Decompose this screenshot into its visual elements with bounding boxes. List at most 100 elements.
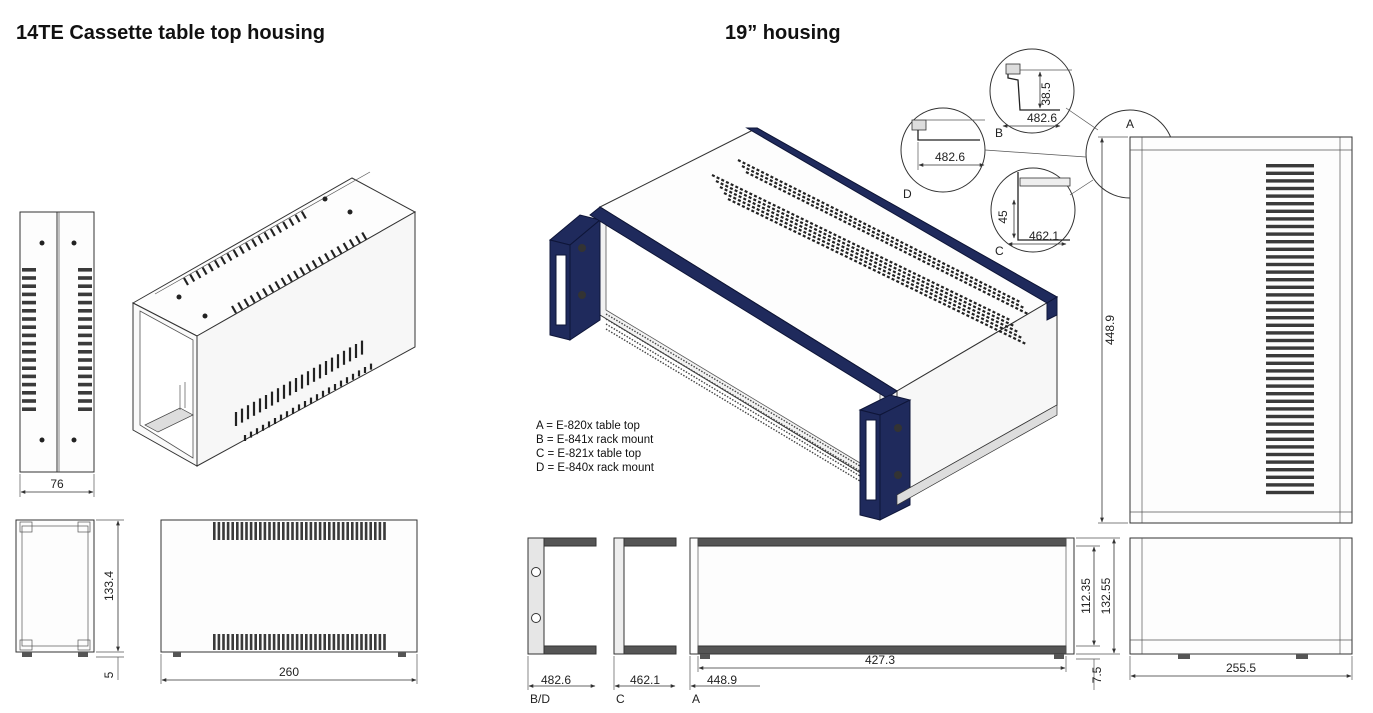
dim-132-55-label: 132.55 <box>1099 577 1113 614</box>
vent-slot <box>300 210 307 220</box>
vent-slot <box>22 325 36 329</box>
vent-slot <box>317 256 324 265</box>
vent-slot <box>1266 293 1314 297</box>
detail-circle-d <box>900 107 986 193</box>
vent-slot <box>378 522 382 540</box>
dim-38-5-label: 38.5 <box>1039 82 1053 106</box>
legend-item-d: D = E-840x rack mount <box>536 462 655 474</box>
vent-slot <box>226 252 233 262</box>
vent-slot <box>1266 171 1314 175</box>
vent-slot <box>78 350 92 354</box>
vent-slot <box>286 273 293 283</box>
vent-slot <box>238 245 245 255</box>
vent-slot <box>22 366 36 370</box>
vent-slot <box>207 263 214 272</box>
view-label-a: A <box>692 692 700 706</box>
vent-slot <box>336 245 343 255</box>
vent-slot <box>1266 194 1314 198</box>
dim-462-1-label: 462.1 <box>630 673 660 687</box>
vent-slot <box>1266 217 1314 221</box>
vent-slot <box>355 634 359 650</box>
vent-slot <box>78 300 92 305</box>
vent-slot <box>22 399 36 403</box>
vent-slot <box>605 313 881 479</box>
vent-slot <box>282 634 285 650</box>
vent-slot <box>286 522 290 540</box>
vent-slot <box>268 522 271 540</box>
vent-slot <box>1266 308 1314 312</box>
vent-slot <box>330 249 337 258</box>
vent-slot <box>268 284 275 293</box>
vent-slot <box>737 159 1021 303</box>
cassette-front-view <box>19 211 95 473</box>
vent-slot <box>711 174 1011 321</box>
vent-slot <box>364 522 368 540</box>
vent-slot <box>369 522 372 540</box>
vent-slot <box>351 634 354 650</box>
left-title: 14TE Cassette table top housing <box>16 22 325 44</box>
vent-slot <box>346 522 349 540</box>
right-title: 19” housing <box>725 22 841 44</box>
dim-7-5-label: 7.5 <box>1090 666 1104 683</box>
vent-slot <box>295 634 299 650</box>
vent-slot <box>341 634 345 650</box>
vent-slot <box>337 634 340 650</box>
vent-slot <box>259 522 262 540</box>
vent-slot <box>1266 232 1314 236</box>
vent-slot <box>332 522 336 540</box>
vent-slot <box>263 522 267 540</box>
vent-slot <box>715 180 1015 327</box>
vent-slot <box>374 522 377 540</box>
vent-slot <box>282 221 289 230</box>
vent-slot <box>1266 376 1314 381</box>
vent-slot <box>309 634 313 650</box>
vent-slot <box>245 522 248 540</box>
vent-slot <box>189 273 196 283</box>
vent-slot <box>217 634 221 650</box>
dim-255-5-label: 255.5 <box>1226 661 1256 675</box>
dim-76-label: 76 <box>50 477 64 491</box>
vent-slot <box>213 522 216 540</box>
vent-slot <box>723 192 1023 339</box>
vent-slot <box>1266 346 1314 350</box>
vent-slot <box>351 522 354 540</box>
vent-slot <box>1266 323 1314 327</box>
vent-slot <box>1266 202 1314 206</box>
model-legend: A = E-820x table top B = E-841x rack mou… <box>536 420 655 474</box>
vent-slot <box>78 366 92 370</box>
vent-slot <box>1266 331 1314 335</box>
vent-slot <box>240 522 244 540</box>
vent-slot <box>305 263 312 272</box>
vent-slot <box>1266 186 1314 191</box>
vent-slot <box>605 318 881 484</box>
vent-slot <box>1266 361 1314 365</box>
vent-slot <box>323 522 326 540</box>
vent-slot <box>328 522 331 540</box>
vent-slot <box>263 231 270 241</box>
vent-slot <box>78 407 92 411</box>
vent-slot <box>1266 316 1314 320</box>
vent-slot <box>1266 475 1314 479</box>
legend-item-c: C = E-821x table top <box>536 448 641 460</box>
vent-slot <box>231 522 234 540</box>
vent-slot <box>251 238 258 248</box>
vent-slot <box>78 309 92 313</box>
vent-slots <box>22 268 36 411</box>
dim-133-4-label: 133.4 <box>102 571 116 601</box>
vent-slot <box>254 634 257 650</box>
vent-slot <box>605 323 881 489</box>
legend-item-a: A = E-820x table top <box>536 420 640 432</box>
vent-slot <box>78 333 92 338</box>
vent-slot <box>220 256 227 265</box>
vent-slot <box>311 259 318 269</box>
vent-slot <box>293 270 299 279</box>
vent-slot <box>286 634 290 650</box>
vent-slot <box>183 277 189 286</box>
vent-slot <box>78 276 92 280</box>
dim-front-heights <box>1076 537 1120 690</box>
vent-slot <box>1266 354 1314 358</box>
vent-slot <box>214 259 220 269</box>
detail-label-d: D <box>903 187 912 201</box>
vent-slot <box>364 634 368 650</box>
vent-slot <box>195 270 202 279</box>
